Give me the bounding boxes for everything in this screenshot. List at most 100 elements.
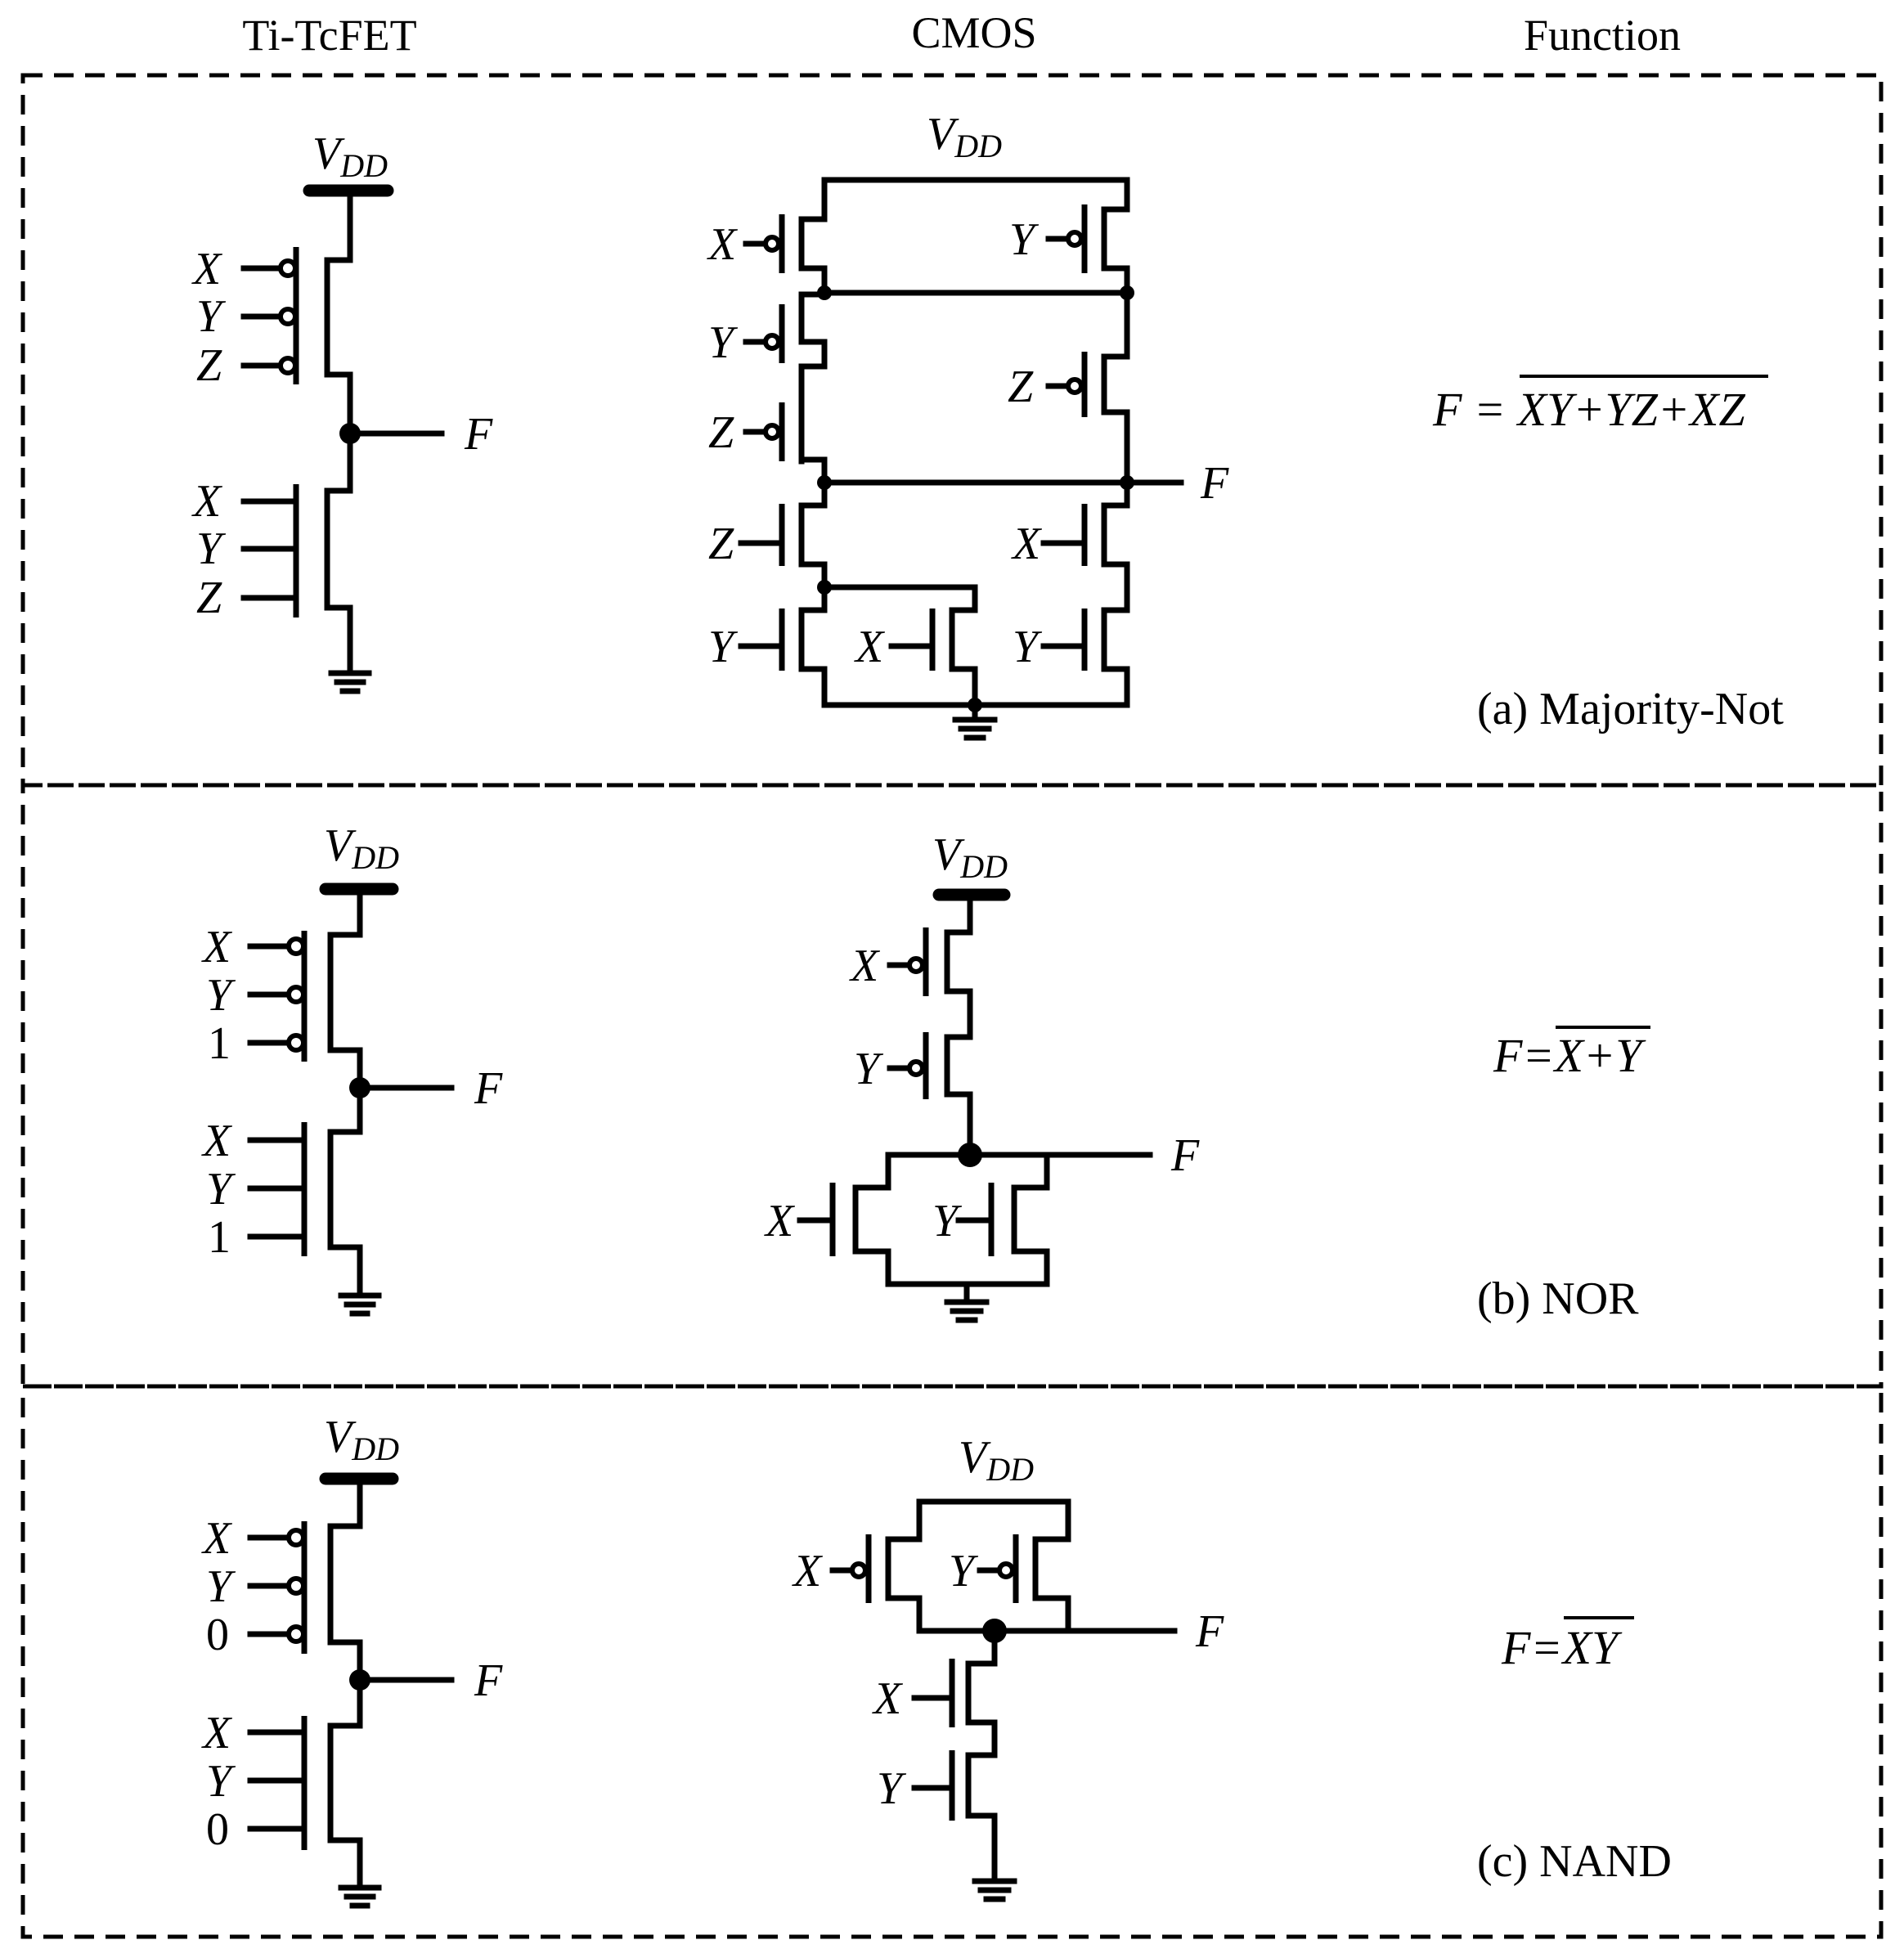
p-bubble [286,1624,306,1644]
input-y-label: Y [708,622,739,672]
caption-c: (c) NAND [1477,1836,1672,1887]
header-cmos: CMOS [911,8,1036,57]
p-bubble [286,936,306,956]
output-label: F [1195,1606,1224,1657]
p-bubble [278,258,298,278]
header-ti-tcfet: Ti-TcFET [242,11,416,60]
output-label: F [474,1655,503,1706]
n-channel [324,430,353,670]
input-y-label: Y [206,1756,236,1807]
input-x-label: X [201,922,233,972]
pmos-parallel [885,1498,1071,1634]
nmos-middle [821,584,978,708]
input-y-label: Y [877,1763,907,1814]
p-bubble [286,1528,306,1547]
ground-icon [328,663,372,694]
panel-a-border [20,73,1884,788]
input-x-label: X [1011,519,1043,569]
vdd-label: VDD [324,1412,399,1467]
p-bubble [907,956,925,974]
header-function: Function [1524,11,1681,60]
panel-b: VDD X Y 1 F X Y 1 VDD [201,820,1650,1324]
ground-icon [972,1875,1017,1902]
input-x-label: X [849,941,881,991]
input-y-label: Y [932,1196,963,1246]
input-x-label: X [201,1513,233,1564]
input-y-label: Y [206,970,236,1021]
p-channel [324,187,353,437]
function-expression: F=X+Y [1493,1029,1646,1082]
panel-c-function: F=XY [1501,1616,1634,1674]
output-label: F [464,409,493,460]
panel-c-border [20,1384,1884,1939]
panel-b-tcfet-circuit: VDD X Y 1 F X Y 1 [201,820,503,1317]
nmos-right-stack [1101,479,1130,708]
vdd-label: VDD [932,829,1008,885]
input-y-label: Y [1009,214,1040,265]
input-const-label: 0 [206,1804,229,1855]
vdd-label: VDD [312,128,388,184]
input-y-label: Y [949,1546,979,1596]
panel-c-tcfet-circuit: VDD X Y 0 F X Y 0 [201,1412,503,1909]
pmos-stack [944,891,973,1158]
input-x-label: X [191,244,223,294]
function-expression: F = XY+YZ+XZ [1432,383,1745,436]
input-x-label: X [191,476,223,527]
panel-a-cmos-circuit: VDD X Y Z Y Z [707,109,1229,741]
input-y-label: Y [708,317,739,368]
panel-c-cmos-circuit: VDD X Y F X Y [792,1432,1224,1902]
p-bubble [286,1576,306,1596]
input-x-label: X [201,1708,233,1758]
junction-dot [1120,285,1134,300]
ground-icon [338,1879,382,1909]
input-z-label: Z [708,519,734,569]
input-z-label: Z [196,573,222,623]
p-bubble [286,1033,306,1053]
vdd-label: VDD [927,109,1002,164]
p-channel [327,1475,363,1683]
pmos-left-stack [798,177,828,486]
vdd-label: VDD [959,1432,1034,1488]
caption-b: (b) NOR [1477,1273,1639,1324]
caption-a: (a) Majority-Not [1477,684,1784,734]
input-x-label: X [707,219,739,270]
p-bubble [763,235,781,253]
ground-icon [338,1287,382,1317]
panel-b-cmos-circuit: VDD X Y F X Y [764,829,1200,1323]
p-bubble [278,307,298,326]
ground-icon [944,1281,990,1323]
input-z-label: Z [1008,362,1034,412]
panel-a-tcfet-circuit: VDD X Y Z F X Y Z [191,128,493,694]
input-y-label: Y [196,523,227,574]
panel-b-border [20,783,1884,1389]
output-label: F [1200,458,1229,509]
input-const-label: 0 [206,1610,229,1660]
p-bubble [278,356,298,375]
input-y-label: Y [854,1044,884,1094]
input-y-label: Y [196,291,227,342]
junction-dot [817,580,832,595]
p-bubble [763,423,781,441]
ground-icon [952,702,998,741]
input-y-label: Y [1013,622,1043,672]
panel-a-function: F = XY+YZ+XZ [1432,375,1768,436]
input-const-label: 1 [208,1018,231,1069]
junction-dot [817,285,832,300]
p-bubble [997,1561,1015,1579]
input-y-label: Y [206,1164,236,1215]
panel-a: VDD X Y Z F X Y Z VDD [191,109,1784,741]
input-x-label: X [872,1673,904,1724]
p-bubble [286,985,306,1004]
input-x-label: X [201,1116,233,1166]
nmos-stack [965,1628,998,1881]
input-z-label: Z [708,407,734,458]
function-expression: F=XY [1501,1621,1623,1674]
input-z-label: Z [196,340,222,391]
panel-b-function: F=X+Y [1493,1026,1650,1082]
input-x-label: X [792,1546,824,1596]
p-bubble [850,1561,868,1579]
output-label: F [474,1063,503,1114]
input-x-label: X [854,622,886,672]
input-const-label: 1 [208,1212,231,1263]
p-bubble [1066,377,1084,395]
